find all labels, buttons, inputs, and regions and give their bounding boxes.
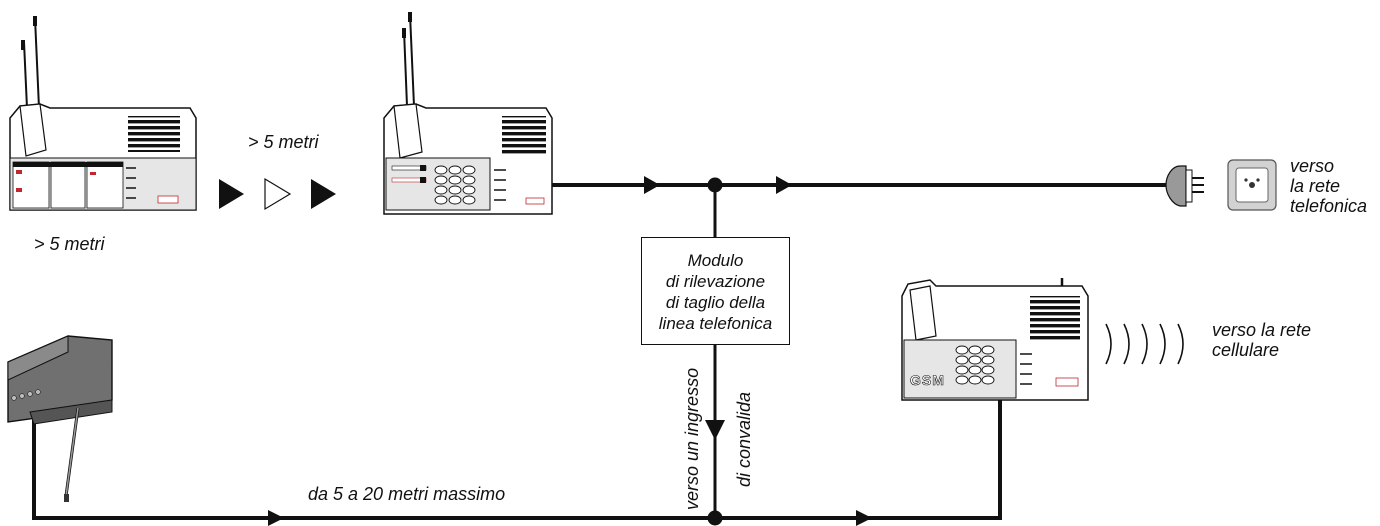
telephone-dialer-device (383, 12, 553, 215)
telephone-plug (1165, 165, 1204, 207)
cellular-network-line: cellulare (1212, 340, 1280, 360)
cellular-network-label: verso la rete cellulare (1212, 320, 1311, 360)
phone-network-line: telefonica (1290, 196, 1368, 216)
module-line: di rilevazione (665, 272, 766, 291)
phone-network-line: la rete (1290, 176, 1341, 196)
cut-line-detection-module: Modulo di rilevazione di taglio della li… (641, 237, 790, 345)
telephone-wall-socket (1227, 159, 1277, 211)
vertical-label-validation: di convalida (734, 391, 754, 487)
distance-label-bottom: da 5 a 20 metri massimo (308, 484, 506, 504)
cellular-network-line: verso la rete (1212, 320, 1312, 340)
distance-label-left: > 5 metri (34, 234, 105, 254)
flow-arrow (776, 176, 792, 194)
phone-network-label: verso la rete telefonica (1290, 156, 1367, 216)
control-panel-device (9, 16, 197, 211)
flow-arrow (856, 510, 872, 526)
flow-arrow (268, 510, 284, 526)
junction-dot-bottom (707, 510, 723, 526)
bus-wire (32, 400, 1002, 520)
module-line: linea telefonica (658, 314, 773, 333)
vertical-label-input: verso un ingresso (682, 367, 702, 510)
gsm-communicator-device: GSM (901, 278, 1089, 401)
distance-label-top: > 5 metri (248, 132, 319, 152)
junction-dot-top (707, 177, 723, 193)
module-line: di taglio della (665, 293, 766, 312)
distance-arrows (219, 177, 336, 211)
cellular-wave-icon (1105, 323, 1184, 365)
flow-arrow (644, 176, 660, 194)
detector-device (7, 335, 113, 502)
flow-arrow-down (705, 420, 725, 440)
module-line: Modulo (687, 251, 744, 270)
phone-network-line: verso (1290, 156, 1335, 176)
gsm-logo-text: GSM (910, 372, 945, 388)
